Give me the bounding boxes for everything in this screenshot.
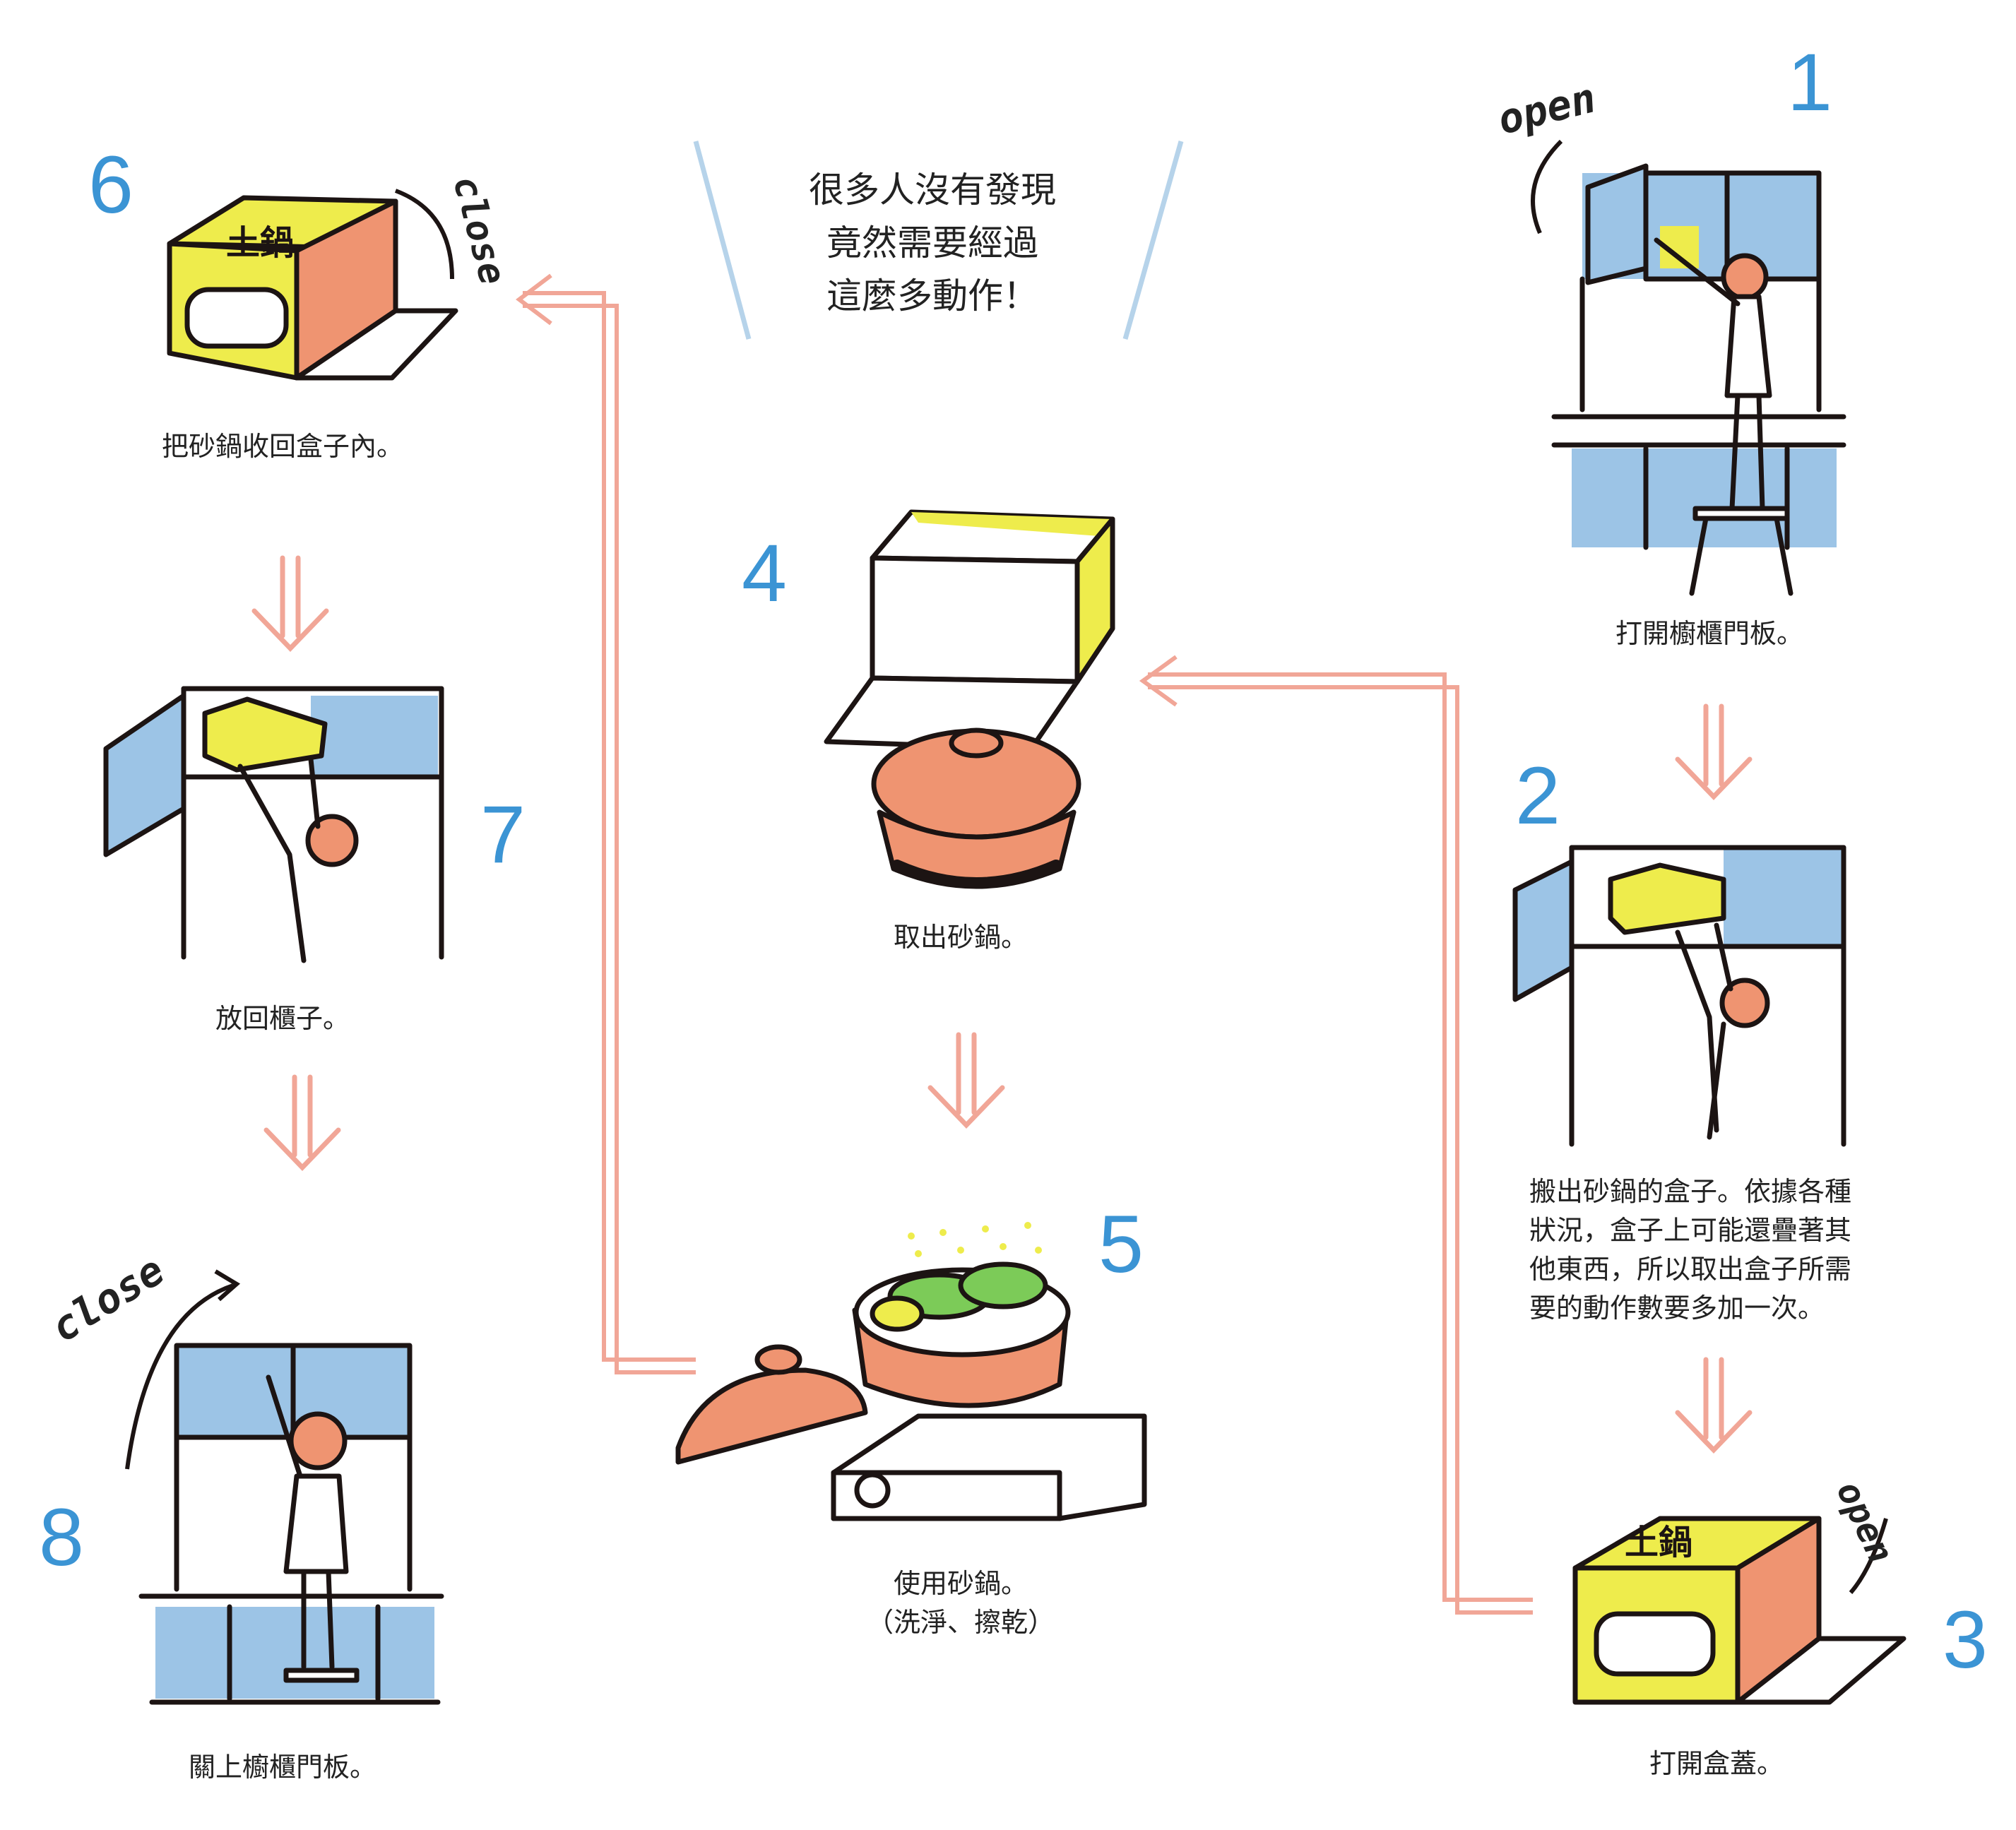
- down-arrow-2-3: [1675, 1357, 1753, 1454]
- step-number-1: 1: [1787, 37, 1832, 128]
- caption-step-4: 取出砂鍋。: [834, 918, 1088, 957]
- illustration-step-6: [167, 195, 458, 381]
- open-arrow-step-3: [1849, 1518, 1888, 1594]
- illustration-step-4: [824, 509, 1115, 889]
- step-number-8: 8: [39, 1492, 84, 1583]
- caption-step-2: 搬出砂鍋的盒子。依據各種 狀況，盒子上可能還疊著其 他東西，所以取出盒子所需 要…: [1529, 1172, 1851, 1328]
- intro-bracket-left: [693, 141, 752, 340]
- intro-bracket-right: [1122, 141, 1184, 340]
- illustration-step-1: [1551, 163, 1846, 596]
- caption-step-3-line-1: 打開盒蓋。: [1649, 1748, 1784, 1779]
- intro-line-1: 很多人沒有發現: [809, 170, 1056, 210]
- illustration-step-5: [675, 1261, 1147, 1521]
- illustration-step-8: [138, 1343, 444, 1705]
- caption-step-4-line-1: 取出砂鍋。: [893, 922, 1028, 953]
- intro-line-3: 這麼多動作！: [826, 275, 1038, 316]
- caption-step-1: 打開櫥櫃門板。: [1575, 614, 1844, 653]
- step-number-6: 6: [88, 140, 134, 230]
- box-label-step-3: 土鍋: [1625, 1523, 1692, 1562]
- open-arrow-step-1: [1531, 139, 1563, 234]
- caption-step-5-line-2: （洗淨、擦乾）: [866, 1607, 1055, 1639]
- step-number-4: 4: [742, 528, 787, 619]
- caption-step-2-line-4: 要的動作數要多加一次。: [1529, 1293, 1825, 1324]
- connector-3-to-4: [1139, 655, 1533, 1615]
- step-number-3: 3: [1943, 1595, 1988, 1685]
- close-arrow-step-6: [394, 189, 454, 280]
- caption-step-1-line-1: 打開櫥櫃門板。: [1615, 618, 1803, 649]
- caption-step-7: 放回櫃子。: [155, 999, 410, 1038]
- caption-step-7-line-1: 放回櫃子。: [215, 1003, 350, 1034]
- caption-step-2-line-1: 搬出砂鍋的盒子。依據各種: [1529, 1176, 1852, 1207]
- caption-step-2-line-2: 狀況，盒子上可能還疊著其: [1529, 1215, 1852, 1247]
- illustration-step-3: [1572, 1516, 1907, 1705]
- caption-step-5-line-1: 使用砂鍋。: [893, 1568, 1028, 1599]
- step-number-2: 2: [1515, 751, 1560, 841]
- step-number-7: 7: [480, 790, 526, 880]
- caption-step-3: 打開盒蓋。: [1589, 1745, 1844, 1783]
- steam-dots-step-5: [908, 1222, 1042, 1257]
- down-arrow-4-5: [927, 1032, 1005, 1129]
- caption-step-2-line-3: 他東西，所以取出盒子所需: [1529, 1254, 1852, 1285]
- down-arrow-1-2: [1675, 703, 1753, 801]
- caption-step-5: 使用砂鍋。 （洗淨、擦乾）: [819, 1564, 1102, 1642]
- close-arrowhead-step-8: [214, 1269, 241, 1302]
- illustration-step-2: [1512, 845, 1846, 1147]
- illustration-step-7: [103, 686, 444, 963]
- box-label-step-6: 土鍋: [226, 223, 294, 263]
- intro-text: 很多人沒有發現 竟然需要經過 這麼多動作！: [784, 164, 1081, 323]
- connector-5-to-6: [516, 273, 696, 1374]
- close-arrow-step-8: [125, 1283, 234, 1470]
- caption-step-6: 把砂鍋收回盒子內。: [120, 427, 445, 466]
- caption-step-6-line-1: 把砂鍋收回盒子內。: [161, 431, 403, 462]
- down-arrow-7-8: [263, 1074, 341, 1172]
- intro-line-2: 竟然需要經過: [826, 222, 1038, 263]
- caption-step-8: 關上櫥櫃門板。: [141, 1748, 424, 1787]
- step-number-5: 5: [1098, 1199, 1144, 1290]
- down-arrow-6-7: [251, 555, 329, 653]
- caption-step-8-line-1: 關上櫥櫃門板。: [188, 1752, 376, 1783]
